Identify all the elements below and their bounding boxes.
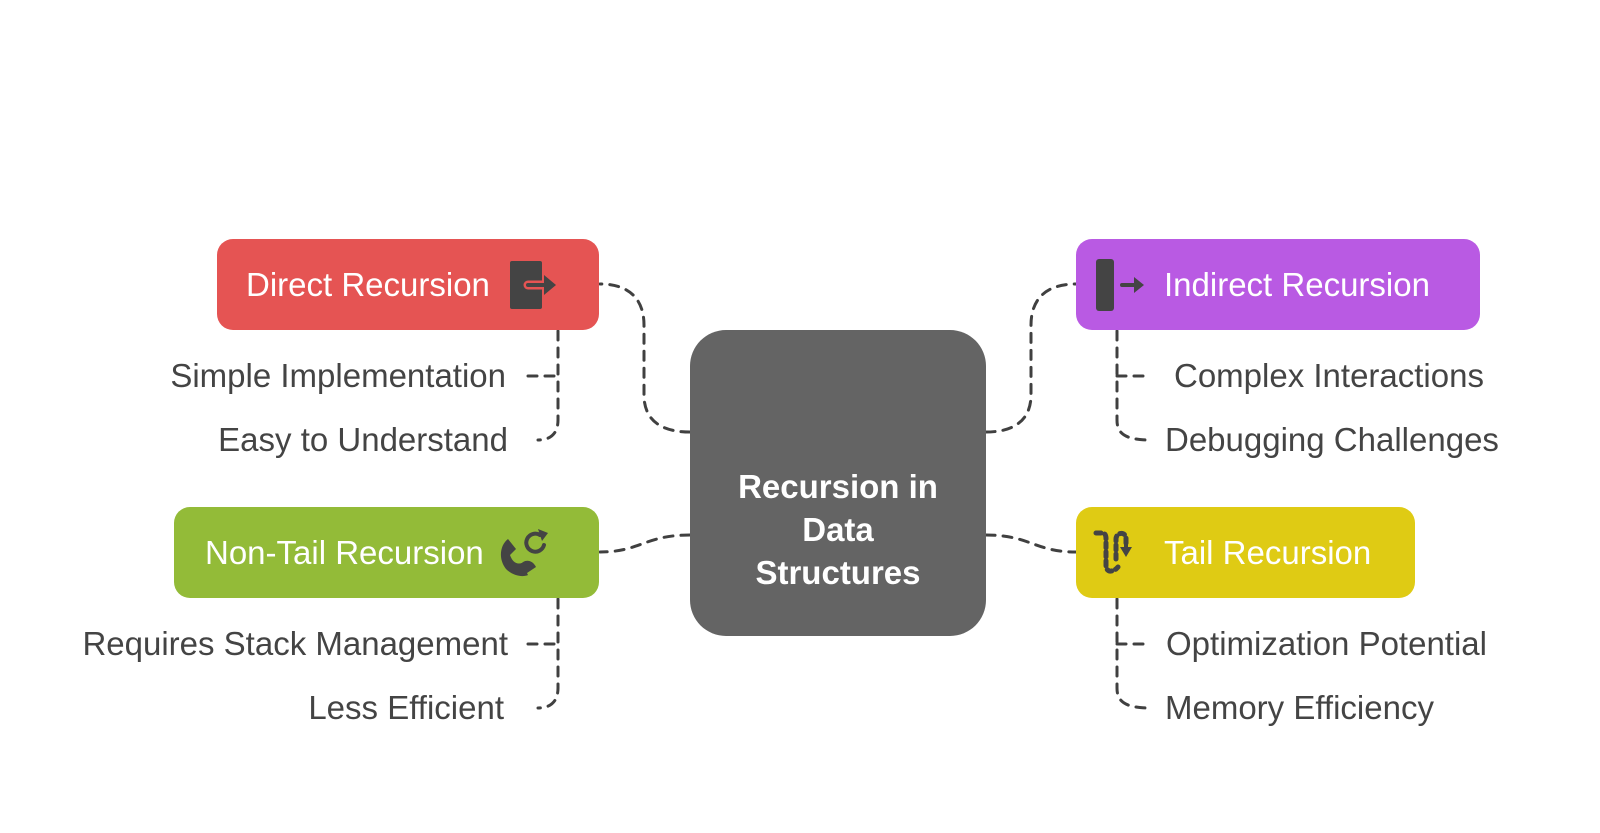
- leaf-simple-implementation: Simple Implementation: [170, 357, 506, 394]
- exit-arrow-icon: [504, 257, 560, 313]
- leaf-debugging-challenges: Debugging Challenges: [1165, 421, 1499, 458]
- connector-center-direct: [598, 282, 692, 434]
- leaf-complex-interactions: Complex Interactions: [1174, 357, 1484, 394]
- branch-label: Tail Recursion: [1164, 533, 1372, 571]
- connector-center-tail: [984, 533, 1078, 554]
- bar-arrow-right-icon: [1090, 257, 1146, 313]
- connector-tail-children: [1115, 597, 1152, 710]
- leaf-requires-stack-management: Requires Stack Management: [82, 625, 508, 662]
- center-topic-node: Recursion in Data Structures: [690, 330, 986, 636]
- branch-label: Non-Tail Recursion: [205, 533, 484, 571]
- connector-direct-children: [536, 329, 560, 442]
- branch-label: Indirect Recursion: [1164, 265, 1430, 303]
- center-topic-label: Recursion in Data Structures: [738, 468, 938, 591]
- branch-non-tail-recursion: Non-Tail Recursion: [174, 507, 599, 598]
- leaf-optimization-potential: Optimization Potential: [1166, 625, 1487, 662]
- branch-direct-recursion: Direct Recursion: [217, 239, 599, 330]
- leaf-memory-efficiency: Memory Efficiency: [1165, 689, 1434, 726]
- dotted-path-down-icon: [1090, 525, 1146, 581]
- connector-indirect-children: [1115, 329, 1152, 442]
- branch-tail-recursion: Tail Recursion: [1076, 507, 1415, 598]
- leaf-less-efficient: Less Efficient: [308, 689, 504, 726]
- connector-center-nontail: [598, 533, 692, 554]
- branch-label: Direct Recursion: [246, 265, 490, 303]
- phone-refresh-icon: [496, 525, 552, 581]
- leaf-easy-to-understand: Easy to Understand: [218, 421, 508, 458]
- connector-nontail-children: [536, 597, 560, 710]
- branch-indirect-recursion: Indirect Recursion: [1076, 239, 1480, 330]
- connector-center-indirect: [984, 282, 1078, 434]
